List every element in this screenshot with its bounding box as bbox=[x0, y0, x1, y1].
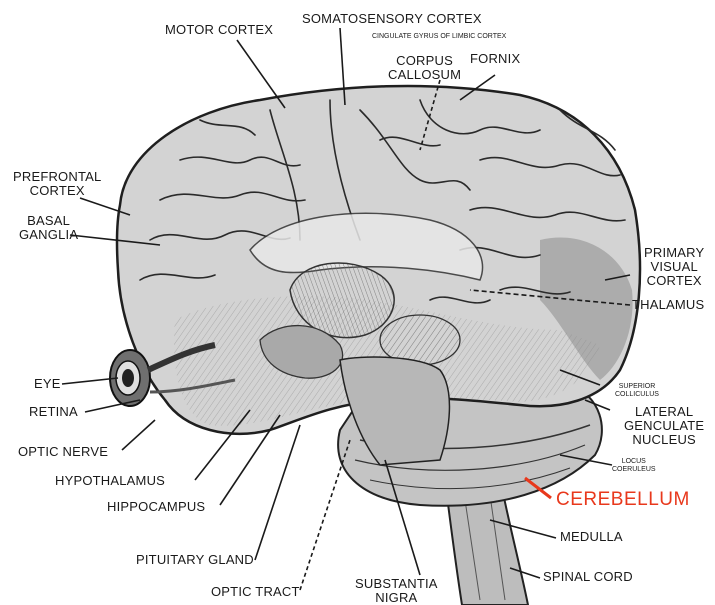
label-eye: EYE bbox=[34, 377, 61, 391]
label-optic-nerve: OPTIC NERVE bbox=[18, 445, 108, 459]
label-somatosensory-cortex: SOMATOSENSORY CORTEX bbox=[302, 12, 482, 26]
label-retina: RETINA bbox=[29, 405, 78, 419]
label-hypothalamus: HYPOTHALAMUS bbox=[55, 474, 165, 488]
label-thalamus: THALAMUS bbox=[632, 298, 704, 312]
label-cerebellum: CEREBELLUM bbox=[556, 490, 690, 510]
label-pituitary-gland: PITUITARY GLAND bbox=[136, 553, 254, 567]
label-substantia-nigra: SUBSTANTIA NIGRA bbox=[355, 577, 438, 605]
label-superior-colliculus: SUPERIOR COLLICULUS bbox=[615, 383, 659, 399]
label-locus-coeruleus: LOCUS COERULEUS bbox=[612, 458, 656, 474]
label-medulla: MEDULLA bbox=[560, 530, 623, 544]
label-primary-visual-cortex: PRIMARY VISUAL CORTEX bbox=[644, 246, 704, 288]
label-prefrontal-cortex: PREFRONTAL CORTEX bbox=[13, 170, 101, 198]
label-corpus-callosum: CORPUS CALLOSUM bbox=[388, 54, 461, 82]
label-hippocampus: HIPPOCAMPUS bbox=[107, 500, 205, 514]
label-basal-ganglia: BASAL GANGLIA bbox=[19, 214, 78, 242]
label-cingulate-gyrus: CINGULATE GYRUS OF LIMBIC CORTEX bbox=[372, 33, 506, 41]
label-motor-cortex: MOTOR CORTEX bbox=[165, 23, 273, 37]
label-lateral-geniculate-nucleus: LATERAL GENCULATE NUCLEUS bbox=[624, 405, 704, 447]
label-spinal-cord: SPINAL CORD bbox=[543, 570, 633, 584]
label-optic-tract: OPTIC TRACT bbox=[211, 585, 300, 599]
label-fornix: FORNIX bbox=[470, 52, 520, 66]
